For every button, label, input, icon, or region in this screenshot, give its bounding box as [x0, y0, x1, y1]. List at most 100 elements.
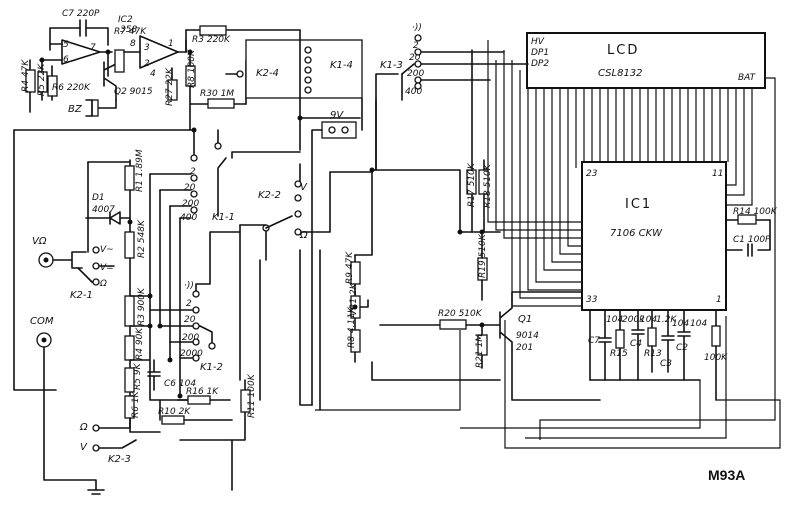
- ic2-pin-1: 1: [168, 39, 174, 49]
- ic2-pin-8: 8: [130, 39, 136, 49]
- diagram-id: M93A: [708, 467, 745, 483]
- buzzer: [91, 99, 99, 117]
- vohm-label: VΩ: [32, 236, 47, 247]
- cap-label-c3: C3: [660, 359, 672, 369]
- switch-k1-2-label: K1-2: [200, 362, 223, 373]
- cap-label-c2: C2: [676, 343, 688, 353]
- r4b-resistor: [124, 335, 135, 361]
- lcd-pin-dp2: DP2: [531, 59, 549, 69]
- k2-1-ohm: Ω: [99, 279, 107, 289]
- lcd-pin-bat: BAT: [738, 73, 757, 83]
- r5-label: R5 22K: [37, 63, 47, 96]
- switch-k2-1-label: K2-1: [70, 290, 93, 301]
- r20-resistor: [439, 319, 467, 330]
- ic2-pin-5: 5: [63, 40, 69, 50]
- battery-label: 9V: [330, 110, 344, 121]
- k2-3-ohm-label: Ω: [79, 422, 88, 433]
- ic2-pin-7: 7: [90, 43, 96, 53]
- k1-2-range-2000: 2000: [180, 349, 203, 359]
- battery-body: [321, 121, 357, 139]
- r7-label: R7 47K: [114, 27, 147, 37]
- k1-2-range-2: 2: [186, 299, 192, 309]
- lcd-title: LCD: [607, 43, 639, 58]
- switch-k1-1-label: K1-1: [212, 212, 235, 223]
- q2-label: Q2 9015: [114, 87, 153, 97]
- k2-1-v-ac: V~: [100, 245, 114, 255]
- r7-resistor: [114, 49, 125, 73]
- r19-label: R19 510K: [478, 233, 488, 278]
- k2-2-ohm-label: Ω: [299, 230, 308, 241]
- bz-label: BZ: [68, 104, 83, 115]
- lcd-part: CSL8132: [598, 68, 643, 79]
- r1-resistor: [124, 165, 135, 191]
- cap-label-200k: 200k: [622, 315, 645, 325]
- lcd-pin-hv: HV: [531, 37, 545, 47]
- r11-label: R11 100K: [247, 373, 257, 418]
- vr1-label: VR1 2K: [349, 282, 359, 316]
- reference-network: R17 510K R18 510K R19 510K R9 47K VR1 2K…: [345, 49, 501, 363]
- ic1-integrator-network: C7 104 R15 200k C4 104 R13 1.2K C3 104 C…: [588, 309, 728, 401]
- d1-label: D1: [92, 193, 105, 203]
- ic1-pin-33: 33: [586, 295, 598, 305]
- ic2-part: 358: [120, 25, 137, 35]
- battery-9v: 9V: [311, 110, 357, 406]
- r17-label: R17 510K: [467, 162, 477, 207]
- r3-label: R3 220K: [192, 35, 231, 45]
- ic1-chip: IC1 7106 CKW 23 11 33 1: [581, 161, 727, 311]
- com-label: COM: [30, 316, 54, 327]
- lcd-pin-dp1: DP1: [531, 48, 549, 58]
- r6-label: R6 220K: [52, 83, 91, 93]
- q1-part: 9014: [516, 331, 539, 341]
- r2-label: R2 548K: [137, 219, 147, 258]
- misc-wiring: [231, 99, 601, 491]
- ic1-part: 7106 CKW: [610, 228, 663, 239]
- ic2-pin-2: 2: [144, 59, 150, 69]
- r6b-label: R6 1K: [131, 390, 141, 418]
- ic1-pin-11: 11: [712, 169, 723, 179]
- k1-1-range-200: 200: [182, 199, 199, 209]
- k-switch-frame: [245, 39, 363, 99]
- r27-resistor: [167, 79, 178, 101]
- cap-label-c4: C4: [630, 339, 642, 349]
- cap-label-104b: 104: [640, 315, 657, 325]
- k2-2-v-label: V: [300, 182, 308, 193]
- r1-label: R1 1.89M: [135, 149, 145, 192]
- r5b-label: R5 9K: [133, 362, 143, 390]
- k1-1-range-switch: 2 20 200 400 K1-1: [149, 129, 301, 397]
- ic2-pin-4: 4: [150, 69, 156, 79]
- q1-part2: 201: [516, 343, 533, 353]
- q1-label: Q1: [518, 314, 532, 325]
- bottom-return-lines: [315, 316, 781, 449]
- lcd-module: LCD CSL8132 HV DP1 DP2 BAT: [526, 32, 766, 89]
- k1-2-range-switch: ·)) 2 20 200 2000 K1-2: [149, 231, 241, 373]
- r14-label: R14 100K: [733, 207, 778, 217]
- ic2-buzzer-driver: C7 220P 5 6 7 R4 47K R5 22K R6 220K R7 4…: [21, 9, 301, 131]
- r20-label: R20 510K: [438, 309, 483, 319]
- r3b-label: R3 900K: [137, 287, 147, 326]
- cap-label-r12: 100K: [704, 353, 728, 363]
- r10-label: R10 2K: [158, 407, 191, 417]
- r30-label: R30 1M: [200, 89, 234, 99]
- r18-label: R18 510K: [483, 163, 493, 208]
- r21-label: R21 1M: [475, 334, 485, 368]
- switch-k2-3-label: K2-3: [108, 454, 131, 465]
- r27-label: R27 22K: [165, 67, 175, 106]
- r2-resistor: [124, 231, 135, 259]
- k1-2-range-200: 200: [182, 333, 199, 343]
- k2-2-switch: V Ω K2-2: [239, 163, 373, 401]
- r4-label: R4 47K: [21, 59, 31, 92]
- cap-label-r13: R13: [644, 349, 662, 359]
- r4b-label: R4 90K: [135, 327, 145, 360]
- c1-label: C1 100P: [733, 235, 771, 245]
- range-top-2: 2: [413, 41, 419, 51]
- r8-label: R8 100K: [187, 49, 197, 88]
- ic1-pin-23: 23: [586, 169, 598, 179]
- r9-label: R9 47K: [345, 251, 355, 284]
- cap-label-104d: 104: [690, 319, 707, 329]
- ic1-title: IC1: [625, 197, 652, 212]
- cap-label-1k2: 1.2K: [656, 315, 677, 325]
- lcd-body: [526, 32, 766, 89]
- r16-resistor: [187, 395, 211, 405]
- r10-resistor: [161, 415, 185, 425]
